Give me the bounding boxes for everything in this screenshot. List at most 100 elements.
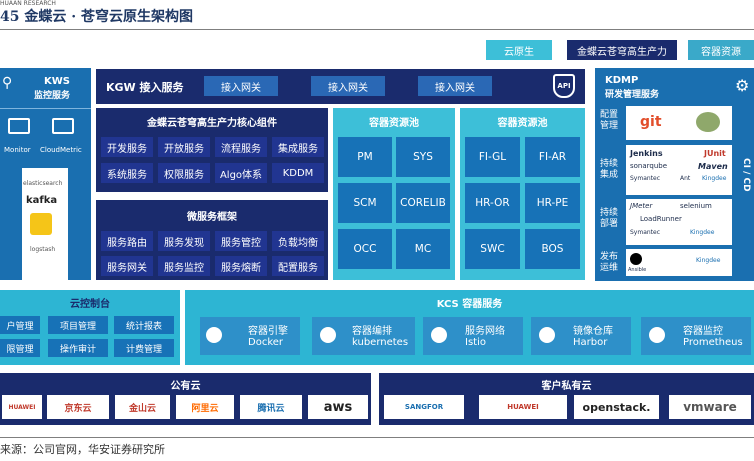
kws-panel: ⚲ KWS 监控服务 Monitor CloudMetric elasticse… bbox=[0, 68, 91, 323]
legend-cloud-native: 云原生 bbox=[486, 40, 552, 60]
core-cell: 系统服务 bbox=[101, 163, 153, 183]
kdmp-row-logos: JMeter selenium LoadRunner Symantec King… bbox=[626, 199, 732, 245]
pool-cell: PM bbox=[338, 137, 392, 177]
console-cell: 统计报表 bbox=[114, 316, 174, 334]
zipkin-label: Zipkin bbox=[33, 261, 58, 269]
private-logo: vmware bbox=[669, 395, 751, 419]
pool-cell: HR-PE bbox=[525, 183, 580, 223]
istio-icon bbox=[431, 327, 447, 343]
kingdee-logo: Kingdee bbox=[702, 175, 727, 182]
top-divider bbox=[0, 29, 754, 30]
pool2-title: 容器资源池 bbox=[497, 118, 548, 129]
kafka-logo: kafka bbox=[26, 195, 58, 206]
cicd-label: CI / CD bbox=[741, 158, 751, 192]
selenium-logo: selenium bbox=[680, 202, 712, 210]
ansible-icon bbox=[630, 253, 642, 265]
public-logo: 京东云 bbox=[47, 395, 109, 419]
kws-title-line1: KWS bbox=[44, 76, 70, 87]
pool-cell: FI-GL bbox=[465, 137, 520, 177]
kcs-item-name: 服务网络 bbox=[465, 326, 505, 337]
elasticsearch-logo: elasticsearch bbox=[23, 180, 63, 187]
kdmp-row-logos: Ansible Kingdee bbox=[626, 249, 732, 276]
micro-cell: 服务路由 bbox=[101, 231, 153, 251]
logstash-logo: logstash bbox=[30, 246, 56, 253]
kgw-panel: KGW 接入服务 接入网关 接入网关 接入网关 API bbox=[96, 69, 585, 104]
micro-cell: 服务监控 bbox=[158, 256, 210, 276]
console-cell: 限管理 bbox=[0, 339, 40, 357]
cloudmetric-label: CloudMetric bbox=[40, 146, 82, 154]
core-title: 金蝶云苍穹高生产力核心组件 bbox=[147, 118, 277, 129]
maven-logo: Maven bbox=[698, 162, 728, 171]
public-logo: aws bbox=[308, 395, 368, 419]
loadrunner-logo: LoadRunner bbox=[640, 215, 682, 223]
pool1-title: 容器资源池 bbox=[369, 118, 419, 129]
jmeter-logo: JMeter bbox=[630, 202, 653, 210]
kingdee-logo: Kingdee bbox=[690, 229, 715, 236]
kdmp-title-line1: KDMP bbox=[605, 75, 639, 86]
ant-logo: Ant bbox=[680, 175, 691, 182]
kcs-item-sub: Harbor bbox=[573, 337, 608, 348]
logstash-icon bbox=[30, 213, 52, 235]
micro-cell: 负载均衡 bbox=[272, 231, 324, 251]
micro-panel: 微服务框架 服务路由 服务发现 服务管控 负载均衡 服务网关 服务监控 服务熔断… bbox=[96, 200, 328, 280]
core-cell: Algo体系 bbox=[215, 163, 267, 183]
core-cell: 流程服务 bbox=[215, 137, 267, 157]
kcs-panel: KCS 容器服务 容器引擎 Docker 容器编排 kubernetes 服务网… bbox=[185, 290, 754, 365]
pool-cell: SCM bbox=[338, 183, 392, 223]
micro-title: 微服务框架 bbox=[187, 212, 237, 223]
micro-cell: 服务管控 bbox=[215, 231, 267, 251]
prometheus-icon bbox=[649, 327, 665, 343]
micro-cell: 服务网关 bbox=[101, 256, 153, 276]
pool-cell: BOS bbox=[525, 229, 580, 269]
pool-cell: MC bbox=[396, 229, 450, 269]
kdmp-panel: KDMP 研发管理服务 ⚙ 配置管理 git 持续集成 Jenkins JUni… bbox=[595, 68, 754, 281]
pool-cell: HR-OR bbox=[465, 183, 520, 223]
legend-kingdee-productivity: 金蝶云苍穹高生产力 bbox=[567, 40, 677, 60]
kgw-title: KGW 接入服务 bbox=[106, 81, 184, 94]
core-cell: 集成服务 bbox=[272, 137, 324, 157]
core-cell: 开发服务 bbox=[101, 137, 153, 157]
private-logo: SANGFOR bbox=[384, 395, 464, 419]
header-top-text: HUAAN RESEARCH bbox=[0, 0, 56, 5]
api-shield-icon: API bbox=[553, 74, 575, 98]
kdmp-row-label: 配置管理 bbox=[600, 110, 619, 131]
kws-icon: ⚲ bbox=[2, 75, 13, 91]
pool-cell: SWC bbox=[465, 229, 520, 269]
private-cloud-title: 客户私有云 bbox=[541, 381, 592, 392]
kcs-item-name: 容器编排 bbox=[352, 326, 392, 337]
monitor-icon bbox=[8, 118, 30, 134]
public-cloud-title: 公有云 bbox=[170, 381, 201, 392]
kdmp-title-line2: 研发管理服务 bbox=[605, 90, 660, 100]
pool-cell: SYS bbox=[396, 137, 450, 177]
git-logo: git bbox=[640, 114, 662, 130]
tortoise-icon bbox=[696, 112, 720, 132]
kubernetes-icon bbox=[320, 327, 336, 343]
kdmp-icon: ⚙ bbox=[735, 76, 750, 95]
harbor-icon bbox=[539, 327, 555, 343]
gateway-3: 接入网关 bbox=[418, 76, 492, 96]
kcs-item-sub: Istio bbox=[465, 337, 486, 348]
kcs-item-name: 容器监控 bbox=[683, 326, 723, 337]
private-logo: openstack. bbox=[574, 395, 659, 419]
kdmp-row-label: 持续集成 bbox=[600, 159, 619, 180]
private-logo: HUAWEI bbox=[479, 395, 567, 419]
kcs-item: 容器监控 Prometheus bbox=[641, 317, 751, 355]
public-logo: HUAWEI bbox=[2, 395, 42, 419]
console-cell: 计费管理 bbox=[114, 339, 174, 357]
kingdee-logo: Kingdee bbox=[696, 257, 721, 264]
symantec-logo: Symantec bbox=[630, 175, 661, 182]
pool-cell: OCC bbox=[338, 229, 392, 269]
console-cell: 项目管理 bbox=[48, 316, 108, 334]
kcs-item-sub: kubernetes bbox=[352, 337, 409, 348]
gateway-2: 接入网关 bbox=[311, 76, 385, 96]
kcs-item-name: 容器引擎 bbox=[248, 326, 288, 337]
kcs-item: 容器编排 kubernetes bbox=[312, 317, 415, 355]
gateway-1: 接入网关 bbox=[204, 76, 278, 96]
micro-cell: 服务熔断 bbox=[215, 256, 267, 276]
kcs-title: KCS 容器服务 bbox=[436, 299, 503, 310]
core-cell: 开放服务 bbox=[158, 137, 210, 157]
core-cell: KDDM bbox=[272, 163, 324, 183]
public-logo: 阿里云 bbox=[176, 395, 234, 419]
micro-cell: 配置服务 bbox=[272, 256, 324, 276]
pool1-panel: 容器资源池 PM SYS SCM CORELIB OCC MC bbox=[333, 108, 455, 280]
